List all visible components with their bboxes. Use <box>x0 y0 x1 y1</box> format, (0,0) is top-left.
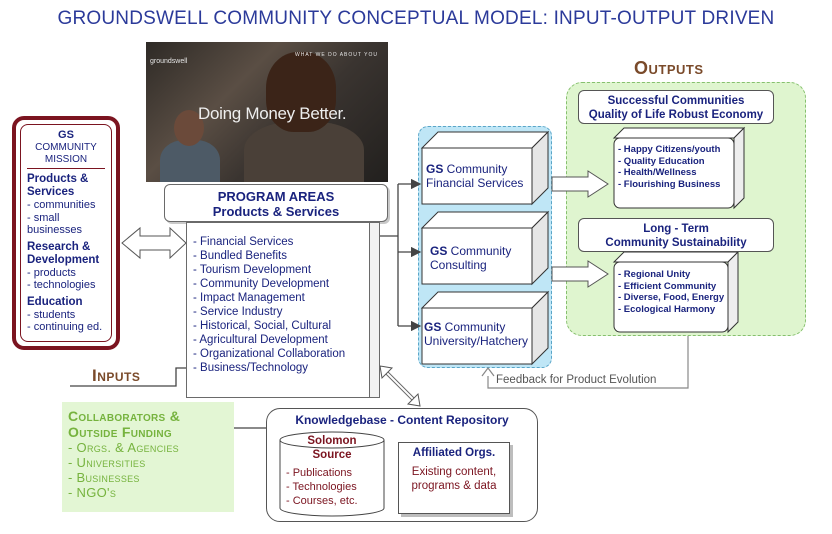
collaborators-box: Collaborators & Outside Funding - Orgs. … <box>62 402 234 512</box>
program-item: - Business/Technology <box>193 362 309 374</box>
program-knowledge-arrow <box>379 365 421 407</box>
affiliated-line1: Existing content, <box>411 466 497 478</box>
success-item: - Happy Citizens/youth <box>618 144 721 155</box>
affiliated-body: Existing content, programs & data <box>399 465 509 493</box>
gs-unit-rest: Community <box>443 162 508 176</box>
longterm-items: - Regional Unity - Efficient Community -… <box>618 269 724 315</box>
solomon-item: - Technologies <box>286 481 357 493</box>
mission-item: - small businesses <box>27 211 83 237</box>
mission-heading-education: Education <box>27 295 83 308</box>
gs-unit-cubes <box>420 130 550 366</box>
success-item: - Health/Wellness <box>618 167 697 178</box>
solomon-line1: Solomon <box>307 435 357 447</box>
success-items: - Happy Citizens/youth - Quality Educati… <box>618 144 720 190</box>
mission-item: - continuing ed. <box>27 321 103 333</box>
longterm-item: - Regional Unity <box>618 269 691 280</box>
photo-person-shape <box>174 110 204 146</box>
program-heading-line2: Products & Services <box>212 204 340 219</box>
solomon-items: - Publications - Technologies - Courses,… <box>286 466 358 508</box>
photo-brand-logo: groundswell <box>150 58 188 65</box>
program-item: - Financial Services <box>193 236 294 248</box>
solomon-item: - Publications <box>286 467 353 479</box>
program-item: - Agricultural Development <box>193 334 328 346</box>
affiliated-orgs-box: Affiliated Orgs. Existing content, progr… <box>398 442 510 514</box>
photo-person-shape <box>244 122 364 182</box>
success-item: - Quality Education <box>618 155 705 167</box>
mission-item: - students <box>27 308 76 321</box>
mission-heading-research: Research & Development <box>27 240 100 266</box>
mission-title-rest: COMMUNITY MISSION <box>35 142 97 165</box>
longterm-line1: Long - Term <box>643 223 709 235</box>
inputs-connector <box>70 367 266 429</box>
photo-person-shape <box>266 52 336 132</box>
solomon-item: - Courses, etc. <box>286 495 358 507</box>
photo-nav-text: WHAT WE DO ABOUT YOU <box>295 52 378 58</box>
program-list-side <box>370 222 380 398</box>
gs-unit-university: GS Community University/Hatchery <box>424 320 528 348</box>
gs-unit-line2: University/Hatchery <box>424 334 529 348</box>
gs-unit-rest: Community <box>441 320 506 334</box>
affiliated-title: Affiliated Orgs. <box>412 447 496 459</box>
success-item: - Flourishing Business <box>618 178 721 190</box>
long-term-sustainability-box: Long - Term Community Sustainability <box>578 218 774 252</box>
mission-title-strong: GS <box>58 129 74 141</box>
program-item: - Service Industry <box>193 306 283 318</box>
gs-unit-strong: GS <box>426 162 444 176</box>
gs-unit-financial: GS Community Financial Services <box>426 162 523 190</box>
program-to-units-arrows <box>380 178 422 332</box>
mission-item: - products <box>27 266 76 279</box>
program-item: - Community Development <box>193 278 330 290</box>
collab-item: - Orgs. & Agencies <box>68 440 179 455</box>
collab-title-line1: Collaborators & <box>68 408 181 424</box>
gs-unit-line2: Consulting <box>430 258 487 272</box>
success-line1: Successful Communities <box>607 95 745 107</box>
longterm-item: - Ecological Harmony <box>618 303 716 315</box>
mission-item: - technologies <box>27 279 96 291</box>
mission-title: GS COMMUNITY MISSION <box>27 129 105 169</box>
longterm-item: - Diverse, Food, Energy <box>618 292 725 303</box>
gs-unit-strong: GS <box>430 244 448 258</box>
mission-program-double-arrow <box>121 226 187 260</box>
gs-unit-rest: Community <box>447 244 512 258</box>
feedback-arrow <box>481 336 689 389</box>
groundswell-website-photo: groundswell WHAT WE DO ABOUT YOU Doing M… <box>146 42 388 182</box>
success-line2: Quality of Life Robust Economy <box>588 109 764 121</box>
program-item: - Organizational Collaboration <box>193 348 346 360</box>
units-to-outputs-arrows <box>551 170 609 288</box>
collab-item: - NGO's <box>68 485 117 500</box>
knowledgebase-title: Knowledgebase - Content Repository <box>295 413 509 427</box>
solomon-source-label: Solomon Source <box>280 434 384 462</box>
gs-unit-strong: GS <box>424 320 442 334</box>
mission-inner-frame: GS COMMUNITY MISSION Products & Services… <box>20 124 112 342</box>
gs-unit-line2: Financial Services <box>426 176 524 190</box>
collab-title-line2: Outside Funding <box>68 424 172 440</box>
gs-unit-consulting: GS Community Consulting <box>430 244 511 272</box>
affiliated-line2: programs & data <box>411 480 497 492</box>
feedback-label: Feedback for Product Evolution <box>496 374 657 386</box>
photo-tagline: Doing Money Better. <box>198 104 347 123</box>
program-areas-list: - Financial Services - Bundled Benefits … <box>186 222 370 398</box>
mission-heading-products: Products & Services <box>27 173 89 198</box>
photo-person-shape <box>160 140 220 182</box>
program-item: - Impact Management <box>193 292 305 304</box>
community-mission-box: GS COMMUNITY MISSION Products & Services… <box>12 116 120 350</box>
page-title: GROUNDSWELL COMMUNITY CONCEPTUAL MODEL: … <box>57 8 775 29</box>
program-heading-line1: PROGRAM AREAS <box>217 189 335 204</box>
mission-item: - communities <box>27 199 96 211</box>
collab-item: - Businesses <box>68 470 140 485</box>
outputs-label: Outputs <box>634 58 704 78</box>
collab-item: - Universities <box>68 455 146 470</box>
output-detail-boxes <box>612 126 746 334</box>
program-item: - Bundled Benefits <box>193 250 287 262</box>
longterm-line2: Community Sustainability <box>605 237 747 249</box>
longterm-item: - Efficient Community <box>618 280 717 292</box>
program-item: - Tourism Development <box>193 264 312 276</box>
inputs-label: Inputs <box>92 366 141 385</box>
solomon-line2: Source <box>312 449 352 461</box>
solomon-cylinder <box>279 431 385 517</box>
program-item: - Historical, Social, Cultural <box>193 320 332 332</box>
successful-communities-box: Successful Communities Quality of Life R… <box>578 90 774 124</box>
program-areas-header: PROGRAM AREAS Products & Services <box>164 184 388 222</box>
